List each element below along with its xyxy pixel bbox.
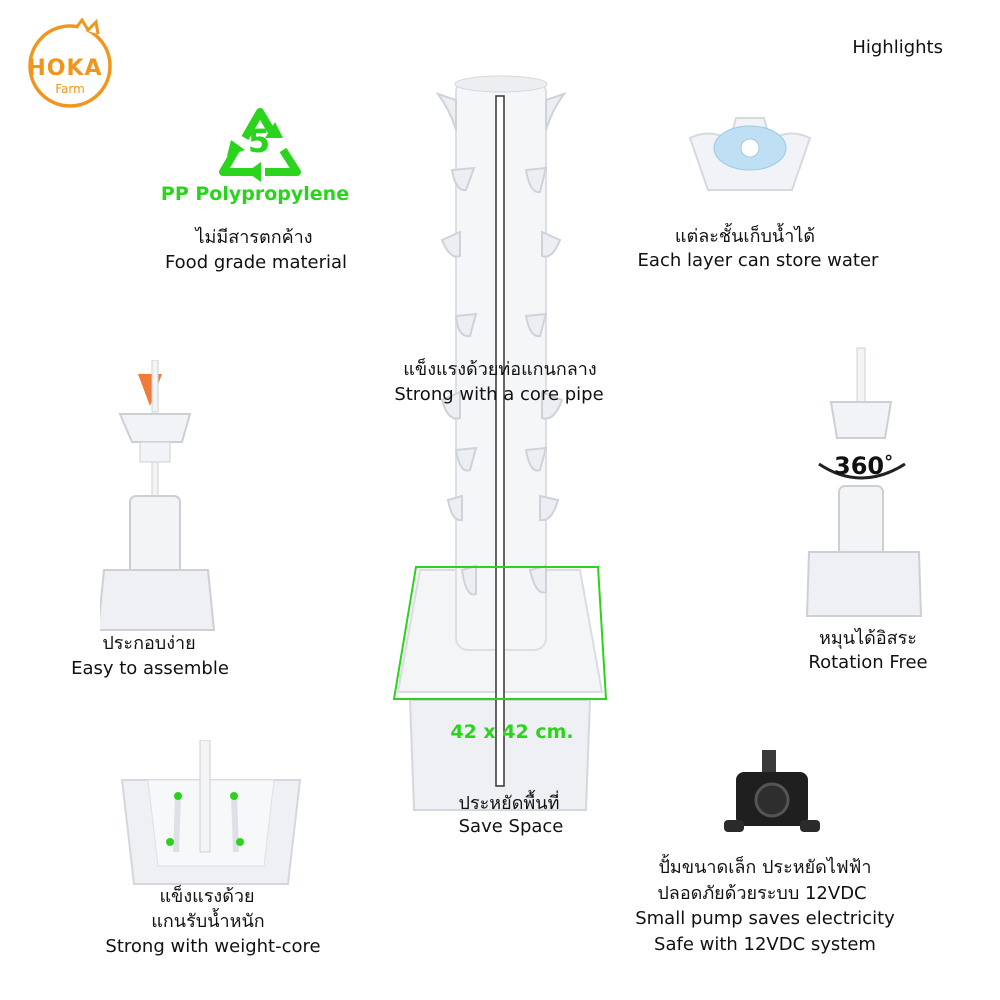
logo-cat-ring: [28, 18, 112, 108]
pump-en-1: Small pump saves electricity: [635, 908, 895, 929]
assemble-en: Easy to assemble: [71, 658, 229, 679]
tower-image: [390, 70, 610, 820]
food-grade-en: Food grade material: [164, 252, 348, 273]
core-pipe-en: Strong with a core pipe: [394, 384, 604, 405]
weight-core-en: Strong with weight-core: [105, 936, 321, 957]
rotation-image: [805, 346, 925, 626]
rotate-arrow-icon: [818, 462, 906, 480]
footprint-outline: [392, 565, 608, 705]
weight-core-image: [118, 740, 304, 888]
recycle-symbol: [205, 98, 315, 186]
rotation-thai: หมุนได้อิสระ: [819, 628, 917, 649]
recycle-number: 5: [247, 122, 271, 160]
layer-en: Each layer can store water: [637, 250, 879, 271]
save-space-thai: ประหยัดพื้นที่: [458, 793, 560, 814]
rotation-en: Rotation Free: [808, 652, 928, 673]
material-label: PP Polypropylene: [160, 183, 350, 205]
save-space-en: Save Space: [458, 816, 564, 837]
pump-thai-1: ปั้มขนาดเล็ก ประหยัดไฟฟ้า: [658, 857, 872, 878]
layer-thai: แต่ละชั้นเก็บน้ำได้: [674, 226, 816, 247]
size-label: 42 x 42 cm.: [450, 721, 574, 743]
highlights-label: Highlights: [852, 37, 943, 58]
brand-logo: [24, 18, 116, 110]
pump-en-2: Safe with 12VDC system: [654, 934, 876, 955]
food-grade-thai: ไม่มีสารตกค้าง: [195, 227, 313, 248]
logo-sub: Farm: [55, 82, 85, 96]
degree-symbol: °: [884, 452, 894, 473]
logo-name: HOKA: [27, 56, 103, 81]
rotation-degrees: 360: [834, 452, 885, 480]
core-pipe-thai: แข็งแรงด้วยท่อแกนกลาง: [403, 359, 597, 380]
weight-core-thai-2: แกนรับน้ำหนัก: [151, 911, 265, 932]
layer-cup-image: [680, 98, 820, 198]
pump-thai-2: ปลอดภัยด้วยระบบ 12VDC: [657, 883, 867, 904]
rotation-badge: 360°: [834, 452, 893, 480]
assemble-thai: ประกอบง่าย: [102, 633, 196, 654]
pump-image: [722, 750, 822, 838]
assemble-image: [100, 360, 220, 640]
weight-core-thai-1: แข็งแรงด้วย: [159, 886, 255, 907]
